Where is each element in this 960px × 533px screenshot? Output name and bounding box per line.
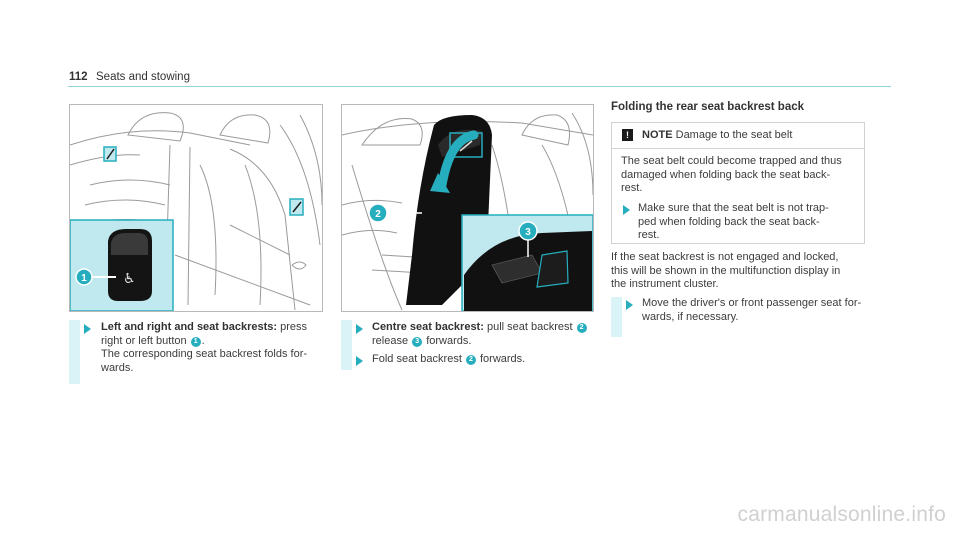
callout-2-badge: 2 <box>576 323 587 333</box>
callout-3-badge: 3 <box>412 336 423 347</box>
section-title: Seats and stowing <box>96 71 190 83</box>
figure-callout-3-label: 3 <box>525 227 531 238</box>
callout-1-badge: 1 <box>190 336 201 347</box>
callout-2-badge: 2 <box>465 355 476 365</box>
step-move-seat: Move the driver's or front passenger sea… <box>642 297 862 323</box>
fold-direction-arrow-icon <box>437 130 479 190</box>
step-bar <box>69 320 80 384</box>
step-centre-backrest: Centre seat backrest: pull seat backrest… <box>372 321 598 348</box>
step-fold-backrest: Fold seat backrest 2 forwards. <box>372 353 526 365</box>
note-box: ! NOTE Damage to the seat belt The seat … <box>611 122 865 244</box>
step-arrow-icon <box>626 300 633 310</box>
seat-fold-symbol-icon: ♿ <box>123 271 136 287</box>
step-left-right-backrests: Left and right and seat backrests: press… <box>101 321 308 374</box>
warning-icon: ! <box>622 129 633 141</box>
figure-callout-1 <box>75 268 93 286</box>
watermark: carmanualsonline.info <box>737 503 946 526</box>
note-title: NOTE Damage to the seat belt <box>642 129 793 141</box>
note-step: Make sure that the seat belt is not trap… <box>638 202 829 241</box>
header-divider <box>68 86 891 87</box>
step-arrow-icon <box>84 324 91 334</box>
figure-callout-2 <box>368 203 388 223</box>
release-lever-marker <box>449 132 483 158</box>
seat-release-marker-left <box>103 146 117 162</box>
figure-callout-3 <box>518 221 538 241</box>
release-lever-detail <box>536 250 569 288</box>
rear-seat-illustration-2: 2 3 <box>342 112 593 311</box>
figure-side-seat-release: ♿ 1 <box>69 104 323 312</box>
step-arrow-icon <box>356 324 363 334</box>
rear-seat-illustration-1: ♿ 1 <box>70 112 322 311</box>
page-number: 112 <box>69 71 88 83</box>
step-arrow-icon <box>623 205 630 215</box>
note-header: ! NOTE Damage to the seat belt <box>612 123 864 149</box>
step-bar <box>611 297 622 337</box>
figure-callout-2-label: 2 <box>375 209 381 220</box>
section-heading: Folding the rear seat backrest back <box>611 101 805 113</box>
seat-release-marker-right <box>289 198 304 216</box>
figure-centre-seat-release: 2 3 <box>341 104 594 312</box>
step-arrow-icon <box>356 356 363 366</box>
note-body: The seat belt could become trapped and t… <box>621 155 842 194</box>
figure-callout-1-label: 1 <box>81 273 87 284</box>
step-bar <box>341 320 352 370</box>
warning-paragraph: If the seat backrest is not engaged and … <box>611 251 841 290</box>
